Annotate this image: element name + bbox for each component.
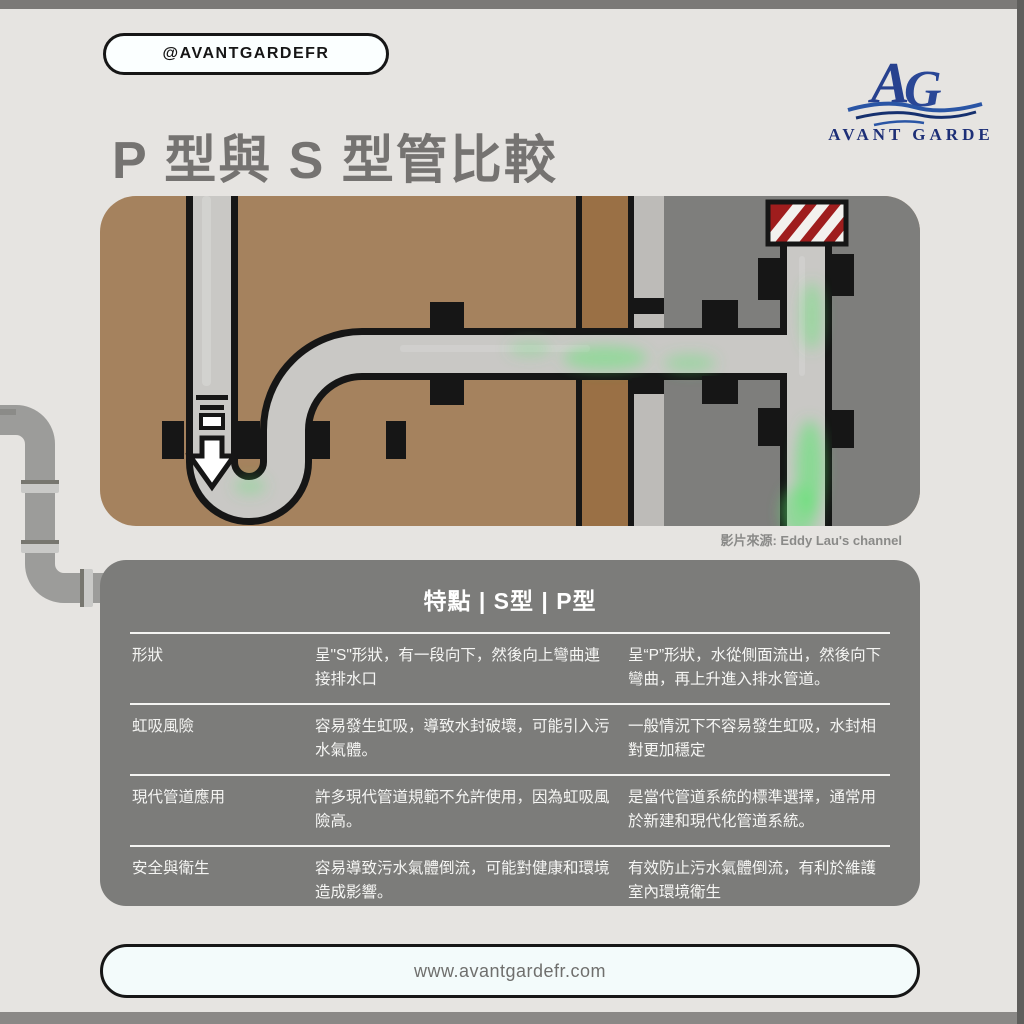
row-label: 形狀	[132, 647, 164, 664]
sewer-gas-glow	[234, 282, 824, 526]
wave-icon	[847, 101, 983, 127]
s-type-cell: 容易導致污水氣體倒流，可能對健康和環境造成影響。	[315, 860, 610, 902]
table-row: 形狀 呈"S"形狀，有一段向下，然後向上彎曲連接排水口 呈“P”形狀，水從側面流…	[130, 632, 890, 703]
pipe-comparison-video-frame	[100, 196, 920, 526]
right-border-strip	[1017, 0, 1024, 1024]
website-url: www.avantgardefr.com	[413, 960, 607, 981]
p-type-cell: 是當代管道系統的標準選擇，通常用於新建和現代化管道系統。	[628, 789, 877, 831]
hazard-stripe-cap	[765, 199, 849, 247]
comparison-table-panel: 特點 | S型 | P型 形狀 呈"S"形狀，有一段向下，然後向上彎曲連接排水口…	[100, 560, 920, 906]
social-handle-label: @AVANTGARDEFR	[162, 45, 330, 62]
table-header: 特點 | S型 | P型	[423, 588, 597, 614]
avant-garde-logo: A G AVANT GARDE	[828, 50, 993, 143]
pipe-diagram-illustration	[100, 196, 920, 526]
s-type-cell: 呈"S"形狀，有一段向下，然後向上彎曲連接排水口	[315, 647, 600, 689]
s-type-cell: 容易發生虹吸，導致水封破壞，可能引入污水氣體。	[315, 718, 610, 760]
row-label: 安全與衛生	[132, 860, 210, 878]
logo-wordmark: AVANT GARDE	[828, 125, 993, 143]
p-type-cell: 有效防止污水氣體倒流，有利於維護室內環境衛生	[628, 860, 877, 902]
bottom-border-strip	[0, 1012, 1024, 1024]
top-border-strip	[0, 0, 1024, 9]
social-handle-pill[interactable]: @AVANTGARDEFR	[103, 33, 389, 75]
video-source-caption: 影片來源: Eddy Lau's channel	[720, 533, 902, 548]
pipe-joint-collars	[162, 254, 854, 459]
p-type-cell: 呈“P”形狀，水從側面流出，然後向下彎曲，再上升進入排水管道。	[628, 647, 882, 689]
table-row: 安全與衛生 容易導致污水氣體倒流，可能對健康和環境造成影響。 有效防止污水氣體倒…	[130, 845, 890, 916]
row-label: 現代管道應用	[132, 789, 226, 807]
page-title: P 型與 S 型管比較	[112, 132, 558, 190]
s-type-cell: 許多現代管道規範不允許使用，因為虹吸風險高。	[315, 789, 610, 831]
pipe-flanges	[21, 480, 93, 607]
decorative-pipe-icon	[0, 405, 112, 607]
website-pill[interactable]: www.avantgardefr.com	[100, 944, 920, 998]
row-label: 虹吸風險	[132, 718, 195, 736]
p-type-cell: 一般情況下不容易發生虹吸，水封相對更加穩定	[628, 718, 877, 760]
table-row: 現代管道應用 許多現代管道規範不允許使用，因為虹吸風險高。 是當代管道系統的標準…	[130, 774, 890, 845]
ag-monogram-icon: A G	[847, 50, 983, 127]
flow-down-arrow-icon	[185, 395, 239, 492]
table-row: 虹吸風險 容易發生虹吸，導致水封破壞，可能引入污水氣體。 一般情況下不容易發生虹…	[130, 703, 890, 774]
